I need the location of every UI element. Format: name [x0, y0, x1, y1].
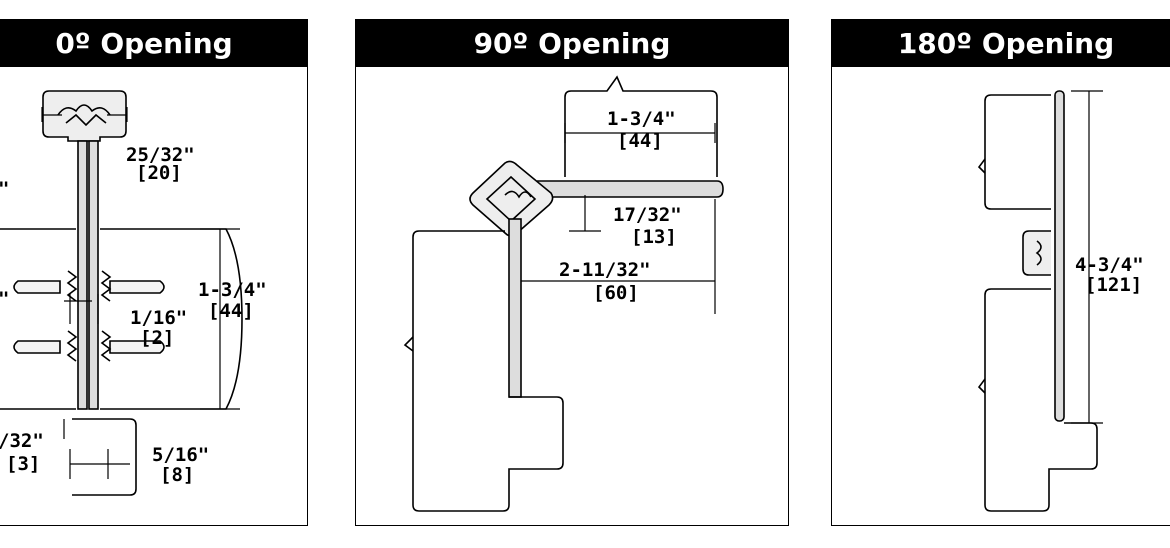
- dim-label-gap-mm: [2]: [140, 327, 174, 349]
- dim-label-cut-mid: ": [0, 288, 9, 310]
- dim-label-door-thickness: 1-3/4": [607, 108, 676, 130]
- panel-frame: [831, 67, 1170, 526]
- dim-label-offset-mm: [13]: [631, 226, 677, 248]
- dim-label-offset: 5/16": [152, 444, 209, 466]
- hinge-diagram-180-degree: 4-3/4" [121]: [977, 90, 1144, 512]
- dim-label-offset-mm: [8]: [160, 464, 194, 486]
- dim-label-width-mm: [121]: [1085, 274, 1142, 296]
- dim-label-cut-top: ": [0, 178, 9, 200]
- panel-title: 0º Opening: [0, 19, 308, 67]
- panel-title: 180º Opening: [831, 19, 1170, 67]
- dim-label-width-mm: [20]: [136, 162, 182, 184]
- dim-label-width: 25/32": [126, 144, 195, 166]
- dim-label-door-thickness: 1-3/4": [198, 279, 267, 301]
- panel-frame: [0, 67, 308, 526]
- panel-frame: [355, 67, 789, 526]
- panel-0-degree-opening: 0º Opening: [0, 19, 308, 526]
- hinge-diagram-0-degree: 25/32" [20] 1-3/4" [44] 1/16" [2] /32" […: [0, 90, 267, 496]
- dim-label-gap: 1/16": [130, 307, 187, 329]
- dim-label-width: 2-11/32": [559, 259, 651, 281]
- hinge-diagram-90-degree: 1-3/4" [44] 17/32" [13] 2-11/32" [60]: [403, 75, 724, 512]
- panel-180-degree-opening: 180º Opening 4-3/4" [121]: [831, 19, 1170, 526]
- dim-label-clearance-mm: [3]: [6, 453, 40, 475]
- panel-title: 90º Opening: [355, 19, 789, 67]
- dim-label-door-thickness-mm: [44]: [617, 130, 663, 152]
- dim-label-clearance: /32": [0, 430, 44, 452]
- dim-label-width: 4-3/4": [1075, 254, 1144, 276]
- dim-label-offset: 17/32": [613, 204, 682, 226]
- dim-label-door-thickness-mm: [44]: [208, 300, 254, 322]
- dim-label-width-mm: [60]: [593, 282, 639, 304]
- panel-90-degree-opening: 90º Opening 1-3/4" [44] 17/32" [13] 2-11…: [355, 19, 789, 526]
